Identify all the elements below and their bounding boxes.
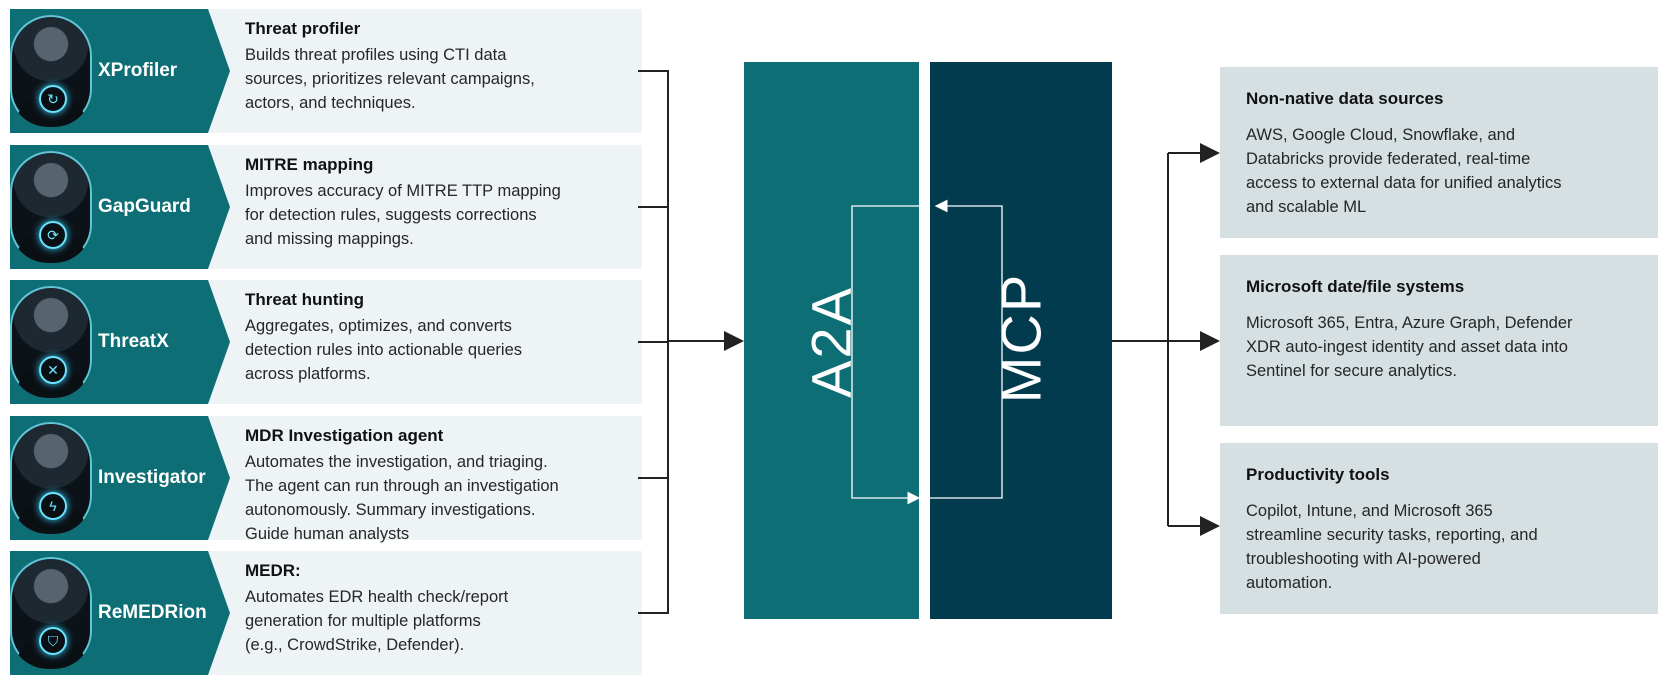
agent-description-line: across platforms. [245, 365, 371, 383]
agent-description-line: and missing mappings. [245, 230, 414, 248]
agent-connector [638, 206, 668, 208]
data-source-title: Productivity tools [1246, 465, 1390, 484]
agent-role-title: Threat hunting [245, 290, 364, 309]
agent-avatar: ⟳ [10, 151, 92, 263]
agent-description: Builds threat profiles using CTI data sou… [245, 43, 625, 115]
data-source-line: Microsoft 365, Entra, Azure Graph, Defen… [1246, 314, 1573, 332]
agent-description-line: generation for multiple platforms [245, 612, 481, 630]
data-source-line: AWS, Google Cloud, Snowflake, and [1246, 126, 1516, 144]
agent-description: Improves accuracy of MITRE TTP mapping fo… [245, 179, 625, 251]
agent-description: Aggregates, optimizes, and converts detec… [245, 314, 625, 386]
data-source-line: automation. [1246, 574, 1333, 592]
agent-description-line: actors, and techniques. [245, 94, 416, 112]
agent-description: Automates the investigation, and triagin… [245, 450, 625, 546]
a2a-label: A2A [799, 286, 863, 398]
agent-connector [638, 341, 668, 343]
agent-avatar: ϟ [10, 422, 92, 534]
mcp-to-sources-arrows [1112, 143, 1220, 536]
agent-role-title: MITRE mapping [245, 155, 374, 174]
cross-emblem-icon: ✕ [39, 356, 67, 384]
agent-description-line: Builds threat profiles using CTI data [245, 46, 507, 64]
agent-description-line: Improves accuracy of MITRE TTP mapping [245, 182, 561, 200]
agent-name: ThreatX [98, 331, 169, 352]
data-source-line: access to external data for unified anal… [1246, 174, 1562, 192]
data-source-line: Databricks provide federated, real-time [1246, 150, 1531, 168]
agent-role-title: MDR Investigation agent [245, 426, 444, 445]
agent-description-line: autonomously. Summary investigations. [245, 501, 536, 519]
data-source-line: XDR auto-ingest identity and asset data … [1246, 338, 1568, 356]
data-source-line: troubleshooting with AI-powered [1246, 550, 1481, 568]
refresh-emblem-icon: ↻ [39, 85, 67, 113]
agent-description-line: sources, prioritizes relevant campaigns, [245, 70, 535, 88]
agent-description-line: detection rules into actionable queries [245, 341, 523, 359]
data-source-description: Copilot, Intune, and Microsoft 365 stream… [1246, 499, 1646, 595]
agent-connector [638, 612, 668, 614]
agent-connector [638, 70, 668, 72]
agent-description-line: for detection rules, suggests correction… [245, 206, 537, 224]
agent-description-line: Automates EDR health check/report [245, 588, 509, 606]
agent-role-title: MEDR: [245, 561, 301, 580]
agent-bus-line [667, 70, 669, 614]
mcp-label: MCP [989, 272, 1053, 404]
cycle-emblem-icon: ⟳ [39, 221, 67, 249]
agent-description-line: (e.g., CrowdStrike, Defender). [245, 636, 465, 654]
lightning-emblem-icon: ϟ [39, 492, 67, 520]
shield-pulse-emblem-icon: ⛉ [39, 627, 67, 655]
data-source-description: Microsoft 365, Entra, Azure Graph, Defen… [1246, 311, 1646, 383]
agent-avatar: ⛉ [10, 557, 92, 669]
agent-connector [638, 477, 668, 479]
agent-description-line: Aggregates, optimizes, and converts [245, 317, 512, 335]
data-source-title: Microsoft date/file systems [1246, 277, 1465, 296]
agent-description-line: Automates the investigation, and triagin… [245, 453, 548, 471]
agent-row: MEDR: Automates EDR health check/report ge… [10, 551, 642, 675]
data-source-line: Sentinel for secure analytics. [1246, 362, 1457, 380]
agent-avatar: ✕ [10, 286, 92, 398]
agent-description-card: MEDR: Automates EDR health check/report ge… [205, 551, 642, 675]
a2a-panel: A2A [744, 62, 919, 619]
agent-name: ReMEDRion [98, 602, 207, 623]
data-source-line: Copilot, Intune, and Microsoft 365 [1246, 502, 1493, 520]
agent-avatar: ↻ [10, 15, 92, 127]
data-source-line: and scalable ML [1246, 198, 1367, 216]
agent-name: XProfiler [98, 60, 178, 81]
agent-description-line: Guide human analysts [245, 525, 410, 543]
data-source-line: streamline security tasks, reporting, an… [1246, 526, 1538, 544]
mcp-panel: MCP [930, 62, 1112, 619]
agent-name: Investigator [98, 467, 206, 488]
agent-name: GapGuard [98, 196, 191, 217]
agent-role-title: Threat profiler [245, 19, 361, 38]
agent-description: Automates EDR health check/report generat… [245, 585, 625, 657]
agent-description-line: The agent can run through an investigati… [245, 477, 559, 495]
data-source-title: Non-native data sources [1246, 89, 1444, 108]
